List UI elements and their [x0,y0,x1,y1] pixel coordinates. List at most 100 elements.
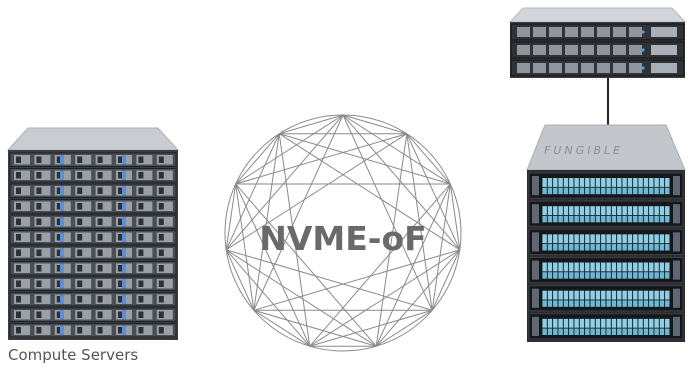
nvme-drive [665,262,670,272]
drive-bay-vent [36,218,42,225]
status-led [122,325,126,335]
drive-bay [34,201,51,211]
nvme-drive [547,318,553,328]
fabric-mesh-line [235,114,344,185]
nvme-drive [590,206,595,216]
nvme-drive-handle [643,215,649,223]
nvme-drive [595,234,601,244]
nvme-drive-handle [590,215,595,223]
status-led [60,232,64,242]
drive-bay [95,279,112,289]
drive-bay-vent [158,172,164,179]
nvme-drive-handle [638,300,643,307]
drive-bay-vent [118,156,123,163]
nvme-drive-handle [649,215,654,223]
nvme-drive-handle [574,244,579,251]
nvme-drive-handle [643,328,649,335]
nvme-drive [542,318,547,328]
drive-bay [95,201,112,211]
nvme-drive [595,206,601,216]
nvme-drive [643,178,649,187]
compute-rack-lid [6,127,180,151]
status-led [60,155,64,165]
drive-bay-vent [16,327,21,334]
nvme-drive [595,290,601,300]
nvme-drive-handle [595,272,601,279]
status-led [122,155,126,165]
fabric-mesh-line [225,249,311,347]
nvme-drive [649,318,654,328]
drive-bay [156,294,173,304]
drive-bay-vent [158,311,164,318]
nvme-drive [542,262,547,272]
nvme-drive-handle [553,272,558,279]
drive-bay [34,279,51,289]
nvme-drive [617,290,622,300]
nvme-drive [611,318,617,328]
drive-bay-vent [158,327,164,334]
drive-bay-vent [138,311,144,318]
nvme-drive [654,178,659,187]
nvme-drive-handle [627,187,633,195]
nvme-drive [574,206,579,216]
nvme-drive-handle [558,244,563,251]
unit-faceplate [9,152,177,167]
nvme-drive-handle [595,244,601,251]
nvme-drive-handle [643,300,649,307]
compute-server-unit [9,152,177,167]
drive-bay-vent [97,172,103,179]
nvme-drive-handle [553,300,558,307]
compute-server-unit [9,199,177,214]
nvme-drive-handle [606,187,611,195]
status-led [122,310,126,320]
nvme-drive-handle [574,300,579,307]
nvme-drive-handle [659,300,665,307]
drive-bay [95,155,112,165]
nvme-drive [574,234,579,244]
nvme-drive [601,290,606,300]
drive-bay-vent [77,172,83,179]
fabric-mesh-line [253,133,280,311]
drive-bay-vent [138,218,144,225]
fabric-mesh-line [449,183,461,250]
fabric-mesh-line [309,309,433,347]
unit-faceplate [9,214,177,229]
nvme-drive-handle [563,300,569,307]
nvme-drive [601,178,606,187]
nvme-drive-handle [617,328,622,335]
shelf-ear [673,260,680,280]
fabric-mesh-line [342,114,461,251]
nvme-drive-handle [542,300,547,307]
drive-bay [34,170,51,180]
drive-bay-vent [77,327,83,334]
compute-server-unit [9,168,177,183]
drive-bay [75,263,92,273]
nvme-drive-handle [638,328,643,335]
nvme-drive [659,318,665,328]
drive-bay [14,217,30,227]
compute-server-unit [9,245,177,260]
nvme-drive [542,234,547,244]
status-led [122,263,126,273]
nvme-drive [569,262,574,272]
nvme-drive-handle [595,300,601,307]
storage-head-servers [508,7,687,78]
nvme-drive [654,262,659,272]
nvme-drive-handle [585,187,590,195]
nvme-drive-handle [659,215,665,223]
nvme-drive [558,318,563,328]
nvme-drive-handle [558,300,563,307]
nvme-drive-handle [590,187,595,195]
nvme-drive-handle [595,215,601,223]
nvme-drive [606,290,611,300]
nvme-drive-handle [585,272,590,279]
nvme-drive [553,206,558,216]
nvme-drive-handle [617,187,622,195]
nvme-drive [547,234,553,244]
nvme-drive-handle [643,244,649,251]
head-server-unit [510,23,685,41]
nvme-drive-handle [665,300,670,307]
nvme-drive-handle [654,300,659,307]
nvme-drive [553,318,558,328]
fabric-mesh-line [235,183,377,347]
